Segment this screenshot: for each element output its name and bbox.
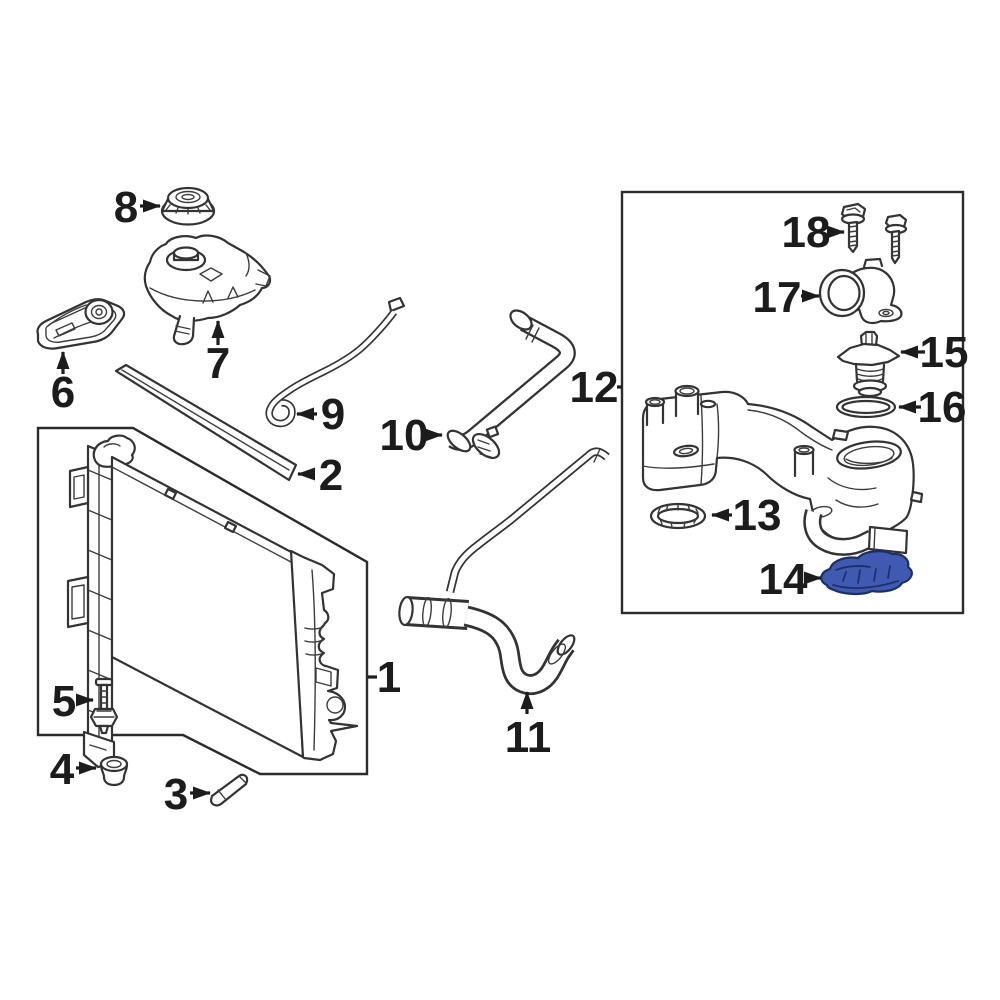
callout-5[interactable]: 5	[52, 677, 94, 726]
callout-number: 2	[319, 451, 343, 500]
callout-12[interactable]: 12	[570, 363, 622, 412]
part-2-air-deflector-strip[interactable]	[114, 363, 298, 482]
callout-number: 1	[377, 653, 401, 702]
callout-18[interactable]: 18	[782, 208, 845, 257]
part-6-mounting-bracket[interactable]	[36, 298, 126, 350]
callout-number: 17	[753, 273, 802, 322]
callout-8[interactable]: 8	[114, 183, 161, 232]
callout-number: 10	[380, 411, 429, 460]
part-13-gasket[interactable]	[649, 502, 707, 530]
callout-number: 14	[759, 555, 808, 604]
callout-4[interactable]: 4	[50, 745, 97, 794]
radiator-group-box	[36, 426, 369, 776]
part-11-lower-hose[interactable]	[398, 447, 610, 696]
callout-10[interactable]: 10	[380, 411, 443, 460]
callout-number: 18	[782, 208, 831, 257]
part-15-thermostat[interactable]	[836, 330, 901, 398]
part-4-grommet[interactable]	[99, 755, 129, 787]
callout-7[interactable]: 7	[206, 320, 230, 388]
callout-number: 8	[114, 183, 138, 232]
callout-number: 7	[206, 339, 230, 388]
bolt-short	[884, 213, 908, 265]
callout-9[interactable]: 9	[296, 390, 345, 439]
part-3-drain-tube[interactable]	[209, 773, 249, 807]
part-10-upper-hose[interactable]	[444, 307, 576, 463]
callout-number: 13	[733, 491, 782, 540]
part-1-radiator[interactable]	[66, 434, 359, 769]
callout-6[interactable]: 6	[51, 351, 75, 417]
callout-number: 5	[52, 677, 76, 726]
thermostat-group-box	[620, 190, 965, 615]
part-7-coolant-reservoir[interactable]	[143, 234, 272, 346]
coolant-crossover-manifold[interactable]	[641, 384, 924, 556]
part-9-overflow-hose[interactable]	[265, 296, 406, 428]
callout-number: 6	[51, 368, 75, 417]
callout-number: 11	[505, 713, 552, 762]
callout-number: 12	[570, 363, 619, 412]
part-5-drain-valve[interactable]	[89, 677, 119, 735]
callout-17[interactable]: 17	[753, 273, 820, 322]
part-14-connector-highlighted[interactable]	[820, 550, 913, 596]
callout-16[interactable]: 16	[898, 383, 967, 432]
bolt-long	[840, 202, 867, 254]
callout-13[interactable]: 13	[711, 491, 782, 540]
callout-3[interactable]: 3	[164, 770, 211, 819]
callout-15[interactable]: 15	[900, 328, 969, 377]
part-18-bolts[interactable]	[840, 202, 908, 265]
callout-2[interactable]: 2	[297, 451, 343, 500]
callout-number: 3	[164, 770, 188, 819]
callout-14[interactable]: 14	[759, 555, 822, 604]
callout-11[interactable]: 11	[505, 691, 552, 762]
callout-number: 15	[920, 328, 969, 377]
part-16-o-ring[interactable]	[835, 395, 897, 419]
callout-1[interactable]: 1	[368, 653, 401, 702]
callout-number: 9	[321, 390, 345, 439]
callout-number: 16	[918, 383, 967, 432]
callout-number: 4	[50, 745, 75, 794]
part-17-water-outlet[interactable]	[818, 257, 903, 325]
part-8-reservoir-cap[interactable]	[160, 186, 216, 226]
